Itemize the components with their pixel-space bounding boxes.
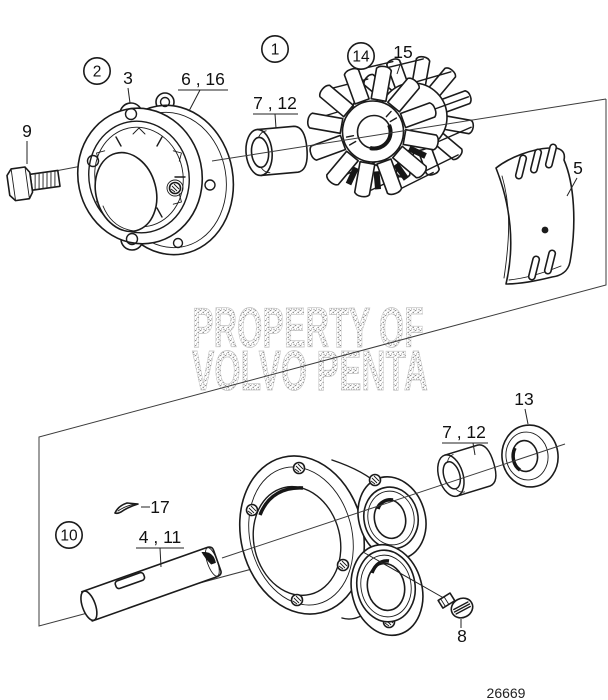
housing-upper-port: [357, 473, 427, 561]
callout-3-label: 3: [123, 68, 133, 88]
callout-7-12-top-label: 7 , 12: [253, 93, 297, 113]
watermark-line-2: VOLVO PENTA: [192, 339, 428, 403]
pump-housing: [238, 455, 427, 637]
cam-screw-hole: [541, 226, 549, 234]
housing-lower-port: [350, 543, 424, 637]
callouts: 1 2 14 10 9 3 6 , 16 7 , 12: [22, 34, 583, 646]
callout-4-11: 4 , 11: [136, 527, 184, 568]
watermark-line-1: PROPERTY OF: [192, 296, 424, 360]
callout-9: 9: [22, 121, 32, 164]
callout-circled-14-label: 14: [352, 49, 370, 66]
callout-circled-2-label: 2: [93, 64, 102, 81]
callout-5: 5: [566, 158, 583, 197]
pump-cover: [76, 102, 204, 251]
screw-leader-line: [362, 551, 450, 602]
callout-6-16: 6 , 16: [178, 69, 228, 112]
callout-17: 17: [141, 497, 170, 517]
callout-15: 15: [393, 42, 413, 75]
callout-15-label: 15: [393, 42, 412, 62]
callout-13-label: 13: [514, 389, 533, 409]
callout-circled-2: 2: [83, 56, 112, 85]
callout-circled-10: 10: [54, 520, 83, 549]
center-line-bottom-assembly: [221, 443, 566, 559]
bushing-bottom: [432, 441, 501, 501]
callout-7-12-bottom-label: 7 , 12: [442, 422, 486, 442]
callout-8: 8: [457, 619, 467, 646]
impeller-front-face: [306, 65, 440, 198]
center-line-top-assembly: [211, 98, 607, 162]
callout-circled-10-label: 10: [60, 528, 78, 545]
callout-9-label: 9: [22, 121, 32, 141]
callout-circled-1: 1: [260, 34, 289, 63]
drawing-number: 26669: [487, 685, 526, 700]
callout-4-11-label: 4 , 11: [139, 527, 182, 547]
callout-circled-1-label: 1: [271, 42, 280, 59]
cam-screw: [437, 592, 474, 619]
callout-7-12-top: 7 , 12: [253, 93, 298, 129]
hex-bolt: [6, 166, 61, 202]
woodruff-key: [114, 502, 139, 515]
callout-6-16-label: 6 , 16: [181, 69, 225, 89]
callout-8-label: 8: [457, 626, 467, 646]
callout-17-label: 17: [150, 497, 169, 517]
shaft: [80, 546, 222, 622]
callout-7-12-bottom: 7 , 12: [442, 422, 488, 456]
callout-5-label: 5: [573, 158, 583, 178]
callout-circled-14: 14: [346, 41, 375, 70]
cam-plate: [495, 143, 575, 285]
callout-13: 13: [514, 389, 534, 425]
impeller: [306, 55, 475, 198]
callout-3: 3: [123, 68, 133, 104]
property-watermark: PROPERTY OF VOLVO PENTA: [192, 296, 429, 404]
